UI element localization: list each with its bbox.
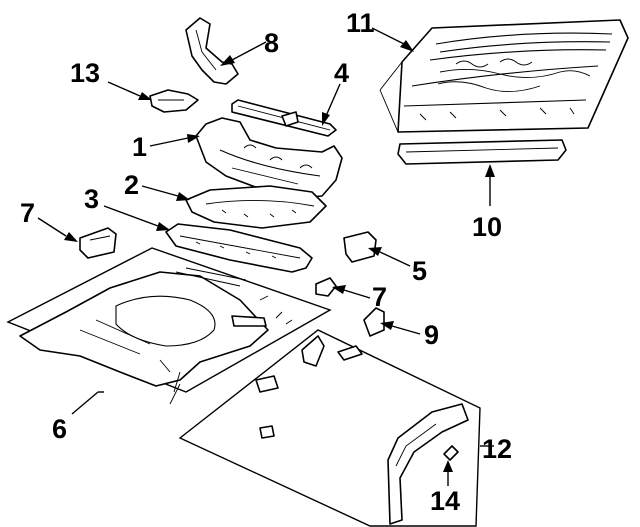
callout-13: 13: [70, 58, 100, 88]
callout-6: 6: [52, 414, 67, 444]
part-7-left-bracket: [79, 227, 117, 259]
callout-5: 5: [412, 256, 427, 286]
callout-11: 11: [346, 8, 375, 38]
part-5-bracket: [343, 231, 377, 263]
part-1-seat-back-panel: [195, 117, 343, 199]
callout-8: 8: [264, 28, 279, 58]
part-8-bracket: [185, 17, 239, 85]
part-2-package-tray: [185, 185, 327, 229]
callout-10: 10: [472, 212, 502, 242]
part-11-rear-body-panel: [379, 19, 629, 133]
part-10-rear-rail: [397, 139, 567, 165]
part-4-cross-member: [231, 99, 337, 137]
part-12-quarter-inner: [178, 329, 481, 527]
callout-7-left: 7: [20, 198, 35, 228]
callout-14: 14: [430, 486, 460, 516]
part-9-bracket: [363, 307, 385, 337]
part-13-small-bracket: [149, 89, 199, 113]
callout-3: 3: [84, 184, 99, 214]
callout-4: 4: [334, 58, 349, 88]
callout-1: 1: [132, 132, 147, 162]
callout-12: 12: [482, 434, 512, 464]
leader-lines: [37, 27, 495, 486]
callout-7-center: 7: [372, 282, 387, 312]
part-6-floor-pan: [6, 247, 332, 405]
callout-2: 2: [124, 170, 139, 200]
part-3-lower-rear-panel: [165, 223, 313, 273]
callout-9: 9: [424, 320, 439, 350]
part-7-center-bracket: [315, 277, 337, 297]
